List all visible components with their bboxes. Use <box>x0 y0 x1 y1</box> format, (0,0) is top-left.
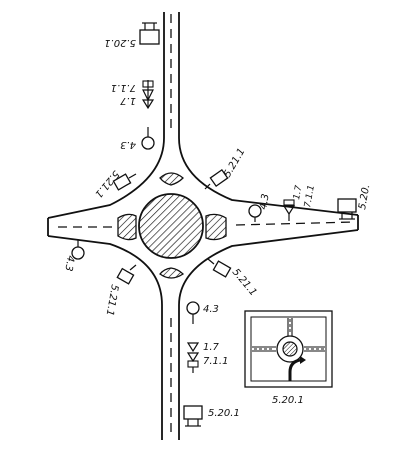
splitter-islands <box>117 172 227 279</box>
sign-label: 4.3 <box>258 193 272 211</box>
sign-5-21-1-nw: 5.21.1 <box>92 168 137 200</box>
island-east <box>205 213 227 241</box>
sign-label: 5.21.1 <box>222 146 247 179</box>
island-west <box>117 213 137 241</box>
sign-5-21-1-se: 5.21.1 <box>207 258 259 298</box>
sign-4-3-west: 4.3 <box>62 239 85 272</box>
sign-label: 5.20.1 <box>104 37 136 48</box>
lane-markings <box>58 14 355 438</box>
sign-label: 7.1.1 <box>303 184 317 208</box>
sign-5-21-1-ne: 5.21.1 <box>204 146 248 190</box>
sign-label: 5.20. <box>357 184 372 211</box>
sign-label: 4.3 <box>120 139 136 150</box>
sign-label: 1.7 <box>292 184 304 200</box>
sign-5-20-east: 5.20. <box>337 184 372 220</box>
sign-label: 7.1.1 <box>203 356 228 367</box>
sign-label: 7.1.1 <box>111 82 136 93</box>
inset-sign-5-20-1: 5.20.1 <box>244 310 333 406</box>
sign-4-3-south: 4.3 <box>186 301 219 324</box>
sign-4-3-east: 4.3 <box>248 193 272 222</box>
central-island <box>138 193 204 259</box>
sign-label: 5.20.1 <box>208 408 240 419</box>
sign-label: 5.21.1 <box>104 283 120 316</box>
sign-label: 1.7 <box>203 342 220 353</box>
sign-label: 1.7 <box>119 95 136 106</box>
sign-5-20-1-top: 5.20.1 <box>104 22 160 48</box>
sign-4-3-top: 4.3 <box>120 127 155 150</box>
sign-5-21-1-sw: 5.21.1 <box>104 264 137 317</box>
sign-label: 4.3 <box>203 304 219 315</box>
sign-5-20-1-south: 5.20.1 <box>183 405 240 427</box>
sign-1-7-east: 1.7 7.1.1 <box>282 184 317 221</box>
island-south <box>159 267 185 279</box>
sign-label: 4.3 <box>62 254 76 272</box>
sign-label: 5.21.1 <box>230 267 259 298</box>
island-north <box>159 172 184 186</box>
sign-label: 5.21.1 <box>92 168 121 199</box>
sign-1-7-top: 1.7 7.1.1 <box>111 80 155 110</box>
sign-1-7-south: 1.7 7.1.1 <box>186 342 228 373</box>
road-outline <box>47 12 359 440</box>
inset-caption: 5.20.1 <box>272 395 304 406</box>
